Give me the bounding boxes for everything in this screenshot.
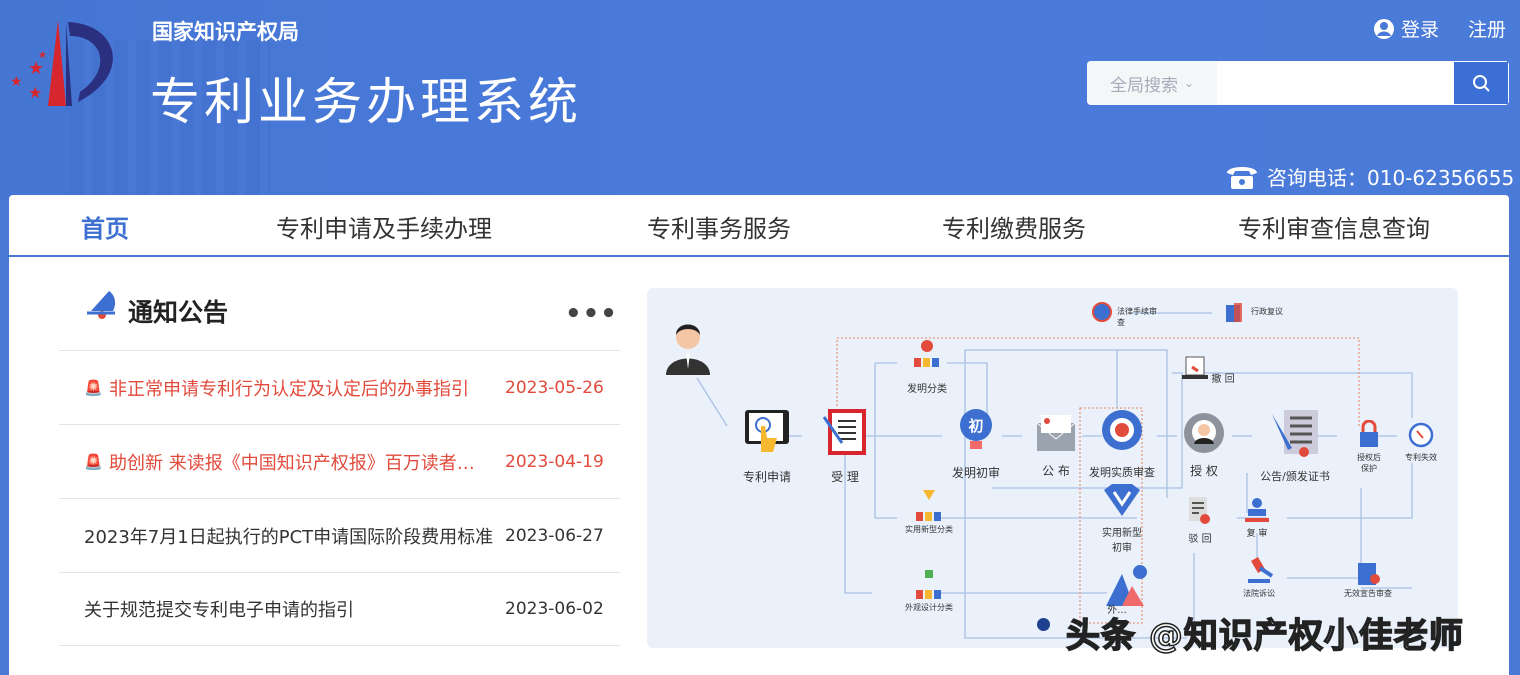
nav-patent-application[interactable]: 专利申请及手续办理 [276,215,492,243]
user-icon [1374,18,1394,39]
withdraw-laptop-icon [1182,356,1208,379]
clipboard-icon [822,409,866,455]
node-label-design: 外... [1107,605,1127,616]
utility-model-exam-icon [1104,484,1140,516]
node-label-admin-review: 行政复议 [1251,307,1283,316]
certificate-quill-icon [1272,410,1318,457]
node-label-um-prelim: 实用新型 初审 [1102,528,1142,554]
nav-patent-fees[interactable]: 专利缴费服务 [942,215,1086,243]
lock-icon [1360,420,1378,447]
search-input[interactable] [1217,61,1453,105]
node-label-um-classify: 实用新型分类 [905,525,953,534]
node-label-design-classify: 外观设计分类 [905,603,953,612]
cnipa-logo: ★★ ★★ [10,20,113,106]
svg-text:★: ★ [10,74,23,90]
notice-item[interactable]: 🚨 非正常申请专利行为认定及认定后的办事指引 2023-05-26 [59,350,620,424]
node-label-legal-review: 法律手续审 查 [1117,307,1157,327]
envelope-icon [1036,415,1076,451]
node-label-court: 法院诉讼 [1243,589,1275,598]
notice-title: 2023年7月1日起执行的PCT申请国际阶段费用标准 [84,526,494,548]
main-panel: 首页 专利申请及手续办理 专利事务服务 专利缴费服务 专利审查信息查询 通知公告… [9,195,1509,675]
notice-date: 2023-05-26 [505,377,604,398]
node-label-invalidity: 专利失效 [1405,453,1437,462]
watermark: 头条 @知识产权小佳老师 [1065,615,1464,657]
telephone-icon [1227,166,1257,189]
svg-text:★: ★ [28,83,42,102]
search-scope-select[interactable]: 全局搜索 ⌄ [1087,61,1217,105]
main-nav: 首页 专利申请及手续办理 专利事务服务 专利缴费服务 专利审查信息查询 [9,195,1509,257]
node-label-invention-classify: 发明分类 [907,384,947,395]
hotline-text: 咨询电话：010-62356655 [1267,166,1515,190]
admin-review-icon [1226,303,1242,322]
search-button[interactable] [1453,61,1509,105]
alarm-icon: 🚨 [84,378,103,397]
prelim-exam-bulb-icon: 初 [960,409,992,449]
node-label-withdraw: 撤 回 [1211,374,1235,385]
court-gavel-icon [1248,556,1274,583]
grant-gear-icon [1184,413,1224,453]
notices-title: 通知公告 [128,298,229,327]
patent-process-diagram: 初 专利申请 受 理 发明分类 发明初审 公 布 发明实质审查 授 权 公告/颁… [647,288,1458,648]
notice-item[interactable]: 🚨 助创新 来读报《中国知识产权报》百万读者行动 2023-04-19 [59,424,620,498]
invalid-clock-icon [1408,422,1434,448]
invalidation-exam-icon [1358,563,1380,585]
chevron-down-icon: ⌄ [1183,76,1195,90]
alarm-icon: 🚨 [84,452,103,471]
legal-review-icon [1092,302,1112,322]
node-label-accept: 受 理 [831,470,859,484]
search-scope-label: 全局搜索 [1109,75,1178,96]
global-search: 全局搜索 ⌄ [1087,61,1509,105]
target-icon [1102,410,1142,450]
node-label-announce: 公告/颁发证书 [1260,470,1330,483]
notice-item[interactable]: 关于规范提交专利电子申请的指引 2023-06-02 [59,572,620,646]
notice-date: 2023-04-19 [505,451,604,472]
reject-document-icon [1189,497,1210,524]
design-classify-icon [916,570,941,599]
touch-tablet-icon [745,410,789,452]
notice-title: 助创新 来读报《中国知识产权报》百万读者行动 [109,452,479,474]
login-link[interactable]: 登录 [1373,15,1439,42]
system-title: 专利业务办理系统 [150,73,582,131]
node-label-reject: 驳 回 [1188,534,1212,545]
design-exam-icon [1106,565,1147,606]
header-banner: ★★ ★★ 国家知识产权局 专利业务办理系统 登录 注册 全局搜索⌄ 咨询电话：… [0,0,1520,200]
applicant-avatar-icon [666,324,710,375]
node-label-invention-prelim: 发明初审 [951,466,1001,480]
svg-text:★: ★ [28,58,44,79]
node-label-invalidation-exam: 无效宣告审查 [1344,589,1392,598]
node-label-grant: 授 权 [1190,464,1218,478]
svg-text:★: ★ [38,50,47,61]
notice-item[interactable]: 2023年7月1日起执行的PCT申请国际阶段费用标准 2023-06-27 [59,498,620,572]
bell-icon [87,291,116,319]
notice-date: 2023-06-02 [505,599,604,619]
node-label-protection: 授权后 保护 [1357,453,1381,473]
utility-model-classify-icon [916,490,941,521]
notice-title: 非正常申请专利行为认定及认定后的办事指引 [109,378,469,400]
nav-exam-info[interactable]: 专利审查信息查询 [1238,215,1430,243]
hotline: 咨询电话：010-62356655 [1225,162,1514,191]
node-label-publish: 公 布 [1042,464,1070,478]
reexam-stamp-icon [1245,498,1269,522]
notice-title: 关于规范提交专利电子申请的指引 [84,600,354,621]
org-name: 国家知识产权局 [152,19,299,44]
notice-date: 2023-06-27 [505,525,604,546]
register-link[interactable]: 注册 [1468,19,1507,41]
nav-patent-affairs[interactable]: 专利事务服务 [647,215,791,243]
invention-classify-icon [914,340,939,367]
node-label-invention-substantive: 发明实质审查 [1089,466,1155,479]
login-label: 登录 [1401,19,1440,41]
nav-home[interactable]: 首页 [81,215,129,243]
svg-text:初: 初 [968,417,983,435]
search-icon [1473,75,1490,92]
node-label-reexam: 复 审 [1246,529,1268,539]
node-label-apply: 专利申请 [742,470,792,484]
carousel-dot[interactable] [1037,618,1050,631]
more-button[interactable]: ••• [565,299,618,329]
